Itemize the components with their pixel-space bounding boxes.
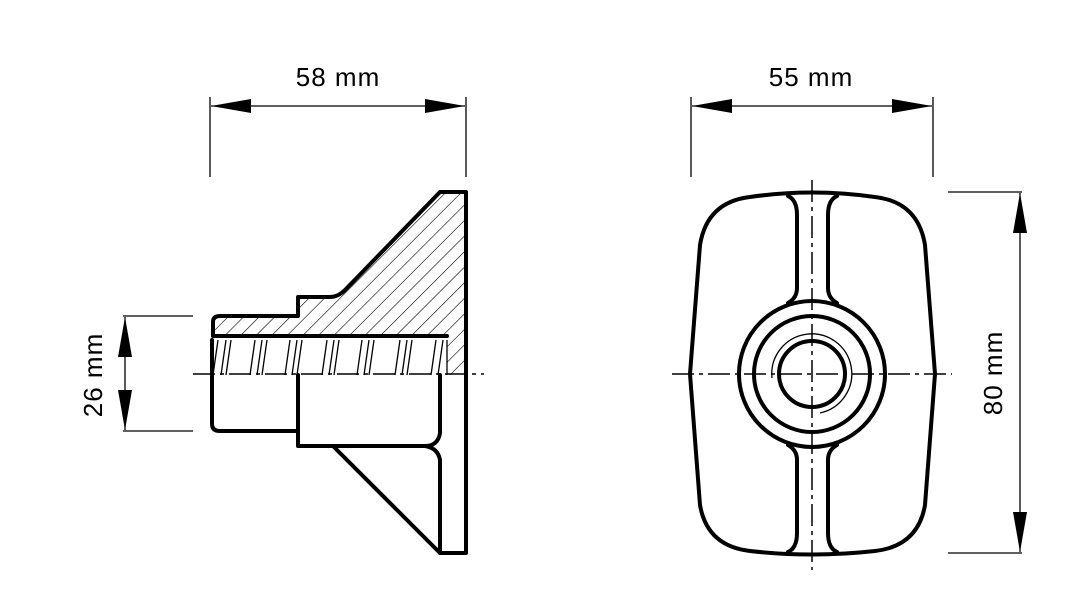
bolt-outline	[210, 338, 442, 555]
dimension-label-width-front: 55 mm	[769, 62, 853, 92]
thread-arc	[771, 333, 853, 414]
hatched-section	[213, 192, 466, 375]
section-outline	[211, 190, 468, 555]
dimension-label-height: 80 mm	[978, 331, 1008, 415]
slot-left-top	[786, 194, 799, 305]
dimension-label-width-side: 58 mm	[296, 62, 380, 92]
dimension-label-bolt-diameter: 26 mm	[78, 333, 108, 417]
slot-left-bottom	[786, 443, 799, 554]
side-section-view	[193, 190, 484, 555]
slot-right-top	[826, 194, 839, 305]
thread-ridges	[212, 339, 448, 376]
dimension-26mm: 26 mm	[78, 315, 193, 432]
front-view	[672, 180, 952, 570]
dimension-58mm: 58 mm	[209, 62, 467, 177]
dimension-55mm: 55 mm	[690, 62, 934, 177]
dimension-80mm: 80 mm	[948, 191, 1027, 554]
slot-right-bottom	[826, 443, 839, 554]
